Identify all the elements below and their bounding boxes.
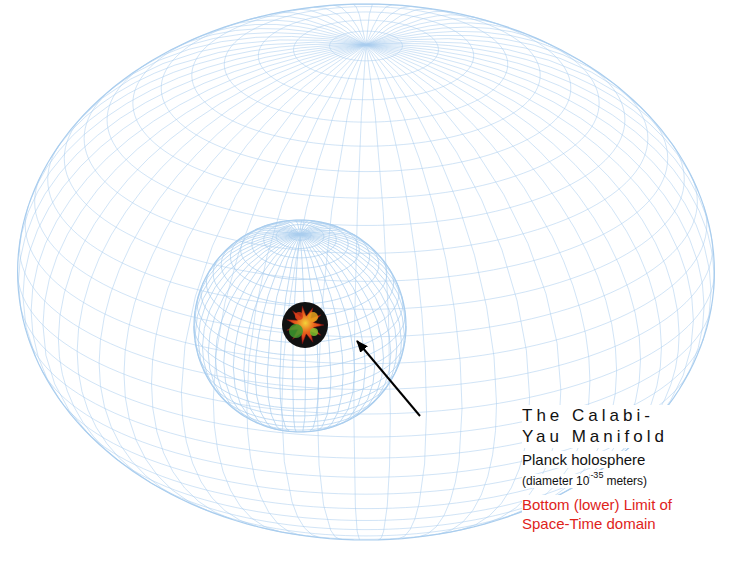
manifold-fold [295, 312, 303, 320]
limit-note: Bottom (lower) Limit of Space-Time domai… [522, 495, 702, 534]
inner-sphere [194, 220, 406, 432]
sphere-outline [194, 220, 406, 432]
manifold-fold [289, 324, 303, 338]
calabi-yau-ball [282, 302, 328, 348]
manifold-star [287, 306, 324, 344]
grid-lines [194, 220, 406, 432]
dimension-text: meters) [606, 474, 647, 488]
grid-lines [18, 4, 715, 540]
manifold-fold [310, 328, 318, 336]
ball-disc [282, 302, 328, 348]
text-row: The Calabi-Yau Manifold [522, 405, 702, 448]
text-row: Planck holosphere [522, 451, 702, 469]
dimension-text: (diameter 10 [522, 474, 589, 488]
outer-sphere [18, 4, 715, 540]
exponent-text: -35 [590, 470, 603, 480]
callout-text-block: The Calabi-Yau ManifoldPlanck holosphere… [522, 405, 702, 534]
text-row: Bottom (lower) Limit of Space-Time domai… [522, 495, 702, 534]
leader-arrow [357, 341, 420, 416]
manifold-fold [308, 312, 318, 322]
text-row: (diameter 10-35meters) [522, 470, 702, 489]
sphere-outline [18, 4, 715, 540]
callout-title: The Calabi-Yau Manifold [522, 405, 682, 448]
callout-subtitle: Planck holosphere [522, 451, 645, 468]
